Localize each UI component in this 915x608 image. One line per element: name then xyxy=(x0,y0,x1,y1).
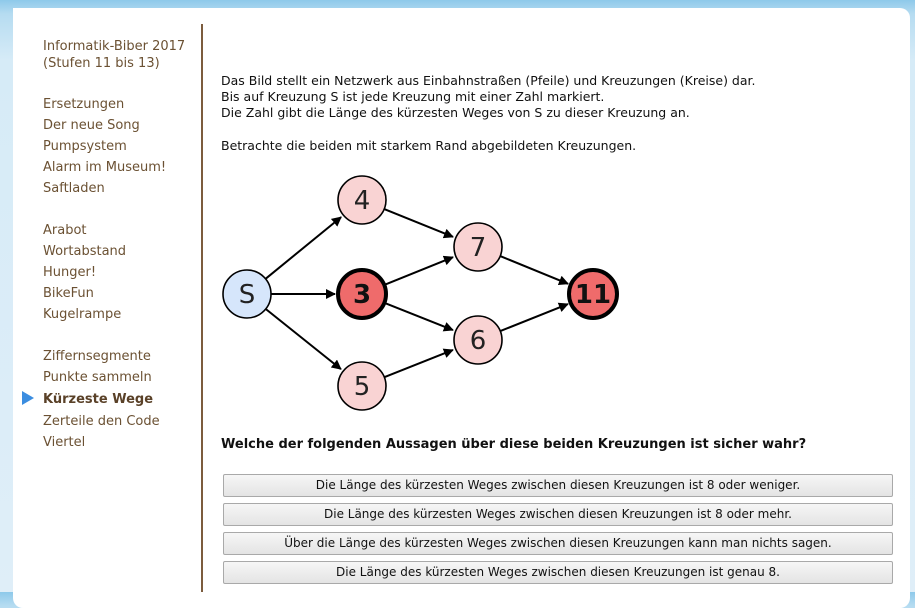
sidebar-item-kugelrampe[interactable]: Kugelrampe xyxy=(43,307,122,322)
edge-S-n4 xyxy=(264,216,342,280)
node-circle-n3 xyxy=(336,268,388,320)
sidebar-item-wortabstand[interactable]: Wortabstand xyxy=(43,244,127,259)
edges-group xyxy=(264,208,569,379)
edge-n3-n6 xyxy=(383,301,454,332)
node-n11: 11 xyxy=(567,268,619,320)
intro-line-3: Die Zahl gibt die Länge des kürzesten We… xyxy=(221,105,690,120)
node-circle-n11 xyxy=(567,268,619,320)
question-text: Welche der folgenden Aussagen über diese… xyxy=(221,437,807,452)
sidebar-item-zerteile-den-code[interactable]: Zerteile den Code xyxy=(43,414,160,429)
node-n7: 7 xyxy=(453,222,503,272)
node-n4: 4 xyxy=(337,175,387,225)
answer-button-3[interactable]: Über die Länge des kürzesten Weges zwisc… xyxy=(223,532,893,555)
edge-n7-n11 xyxy=(499,255,569,286)
edge-S-n5 xyxy=(265,308,342,370)
sidebar-divider xyxy=(201,24,203,592)
sidebar-item-pumpsystem[interactable]: Pumpsystem xyxy=(43,139,127,154)
node-S: S xyxy=(222,269,272,319)
sidebar-item-viertel[interactable]: Viertel xyxy=(43,435,86,450)
edge-n5-n6 xyxy=(383,348,454,379)
edge-n6-n11 xyxy=(499,302,569,333)
node-label-n11: 11 xyxy=(575,280,611,310)
node-circle-n5 xyxy=(337,361,387,411)
answer-button-4[interactable]: Die Länge des kürzesten Weges zwischen d… xyxy=(223,561,893,584)
node-n6: 6 xyxy=(453,315,503,365)
node-label-S: S xyxy=(239,280,256,310)
node-circle-n7 xyxy=(453,222,503,272)
sidebar-subtitle: (Stufen 11 bis 13) xyxy=(43,56,160,71)
intro-line-2: Bis auf Kreuzung S ist jede Kreuzung mit… xyxy=(221,89,605,104)
sidebar xyxy=(13,8,201,538)
answer-button-1[interactable]: Die Länge des kürzesten Weges zwischen d… xyxy=(223,474,893,497)
instruction-text: Betrachte die beiden mit starkem Rand ab… xyxy=(221,138,637,153)
sidebar-item-ersetzungen[interactable]: Ersetzungen xyxy=(43,97,125,112)
play-arrow-icon xyxy=(22,391,34,405)
sidebar-item-saftladen[interactable]: Saftladen xyxy=(43,181,105,196)
sidebar-item-bikefun[interactable]: BikeFun xyxy=(43,286,94,301)
node-label-n5: 5 xyxy=(354,372,371,402)
sidebar-item-arabot[interactable]: Arabot xyxy=(43,223,87,238)
sidebar-title: Informatik-Biber 2017 xyxy=(43,39,186,54)
node-label-n6: 6 xyxy=(470,326,487,356)
node-label-n3: 3 xyxy=(353,280,371,310)
node-n5: 5 xyxy=(337,361,387,411)
sidebar-item-punkte-sammeln[interactable]: Punkte sammeln xyxy=(43,370,152,385)
nodes-group: S 4 3 5 7 6 11 xyxy=(222,175,619,411)
sidebar-item-hunger[interactable]: Hunger! xyxy=(43,265,97,280)
sidebar-item-ziffernsegmente[interactable]: Ziffernsegmente xyxy=(43,349,151,364)
intro-line-1: Das Bild stellt ein Netzwerk aus Einbahn… xyxy=(221,73,756,88)
node-n3: 3 xyxy=(336,268,388,320)
sidebar-item-der-neue-song[interactable]: Der neue Song xyxy=(43,118,140,133)
answer-button-2[interactable]: Die Länge des kürzesten Weges zwischen d… xyxy=(223,503,893,526)
node-circle-S xyxy=(222,269,272,319)
edge-n3-n7 xyxy=(383,255,454,286)
edge-n4-n7 xyxy=(383,208,454,239)
sidebar-item-kuerzeste-wege[interactable]: Kürzeste Wege xyxy=(43,392,154,407)
node-circle-n6 xyxy=(453,315,503,365)
node-label-n7: 7 xyxy=(470,233,487,263)
node-label-n4: 4 xyxy=(354,186,371,216)
sidebar-item-alarm-im-museum[interactable]: Alarm im Museum! xyxy=(43,160,167,175)
node-circle-n4 xyxy=(337,175,387,225)
road-network-graph: S 4 3 5 7 6 11 xyxy=(222,175,619,411)
